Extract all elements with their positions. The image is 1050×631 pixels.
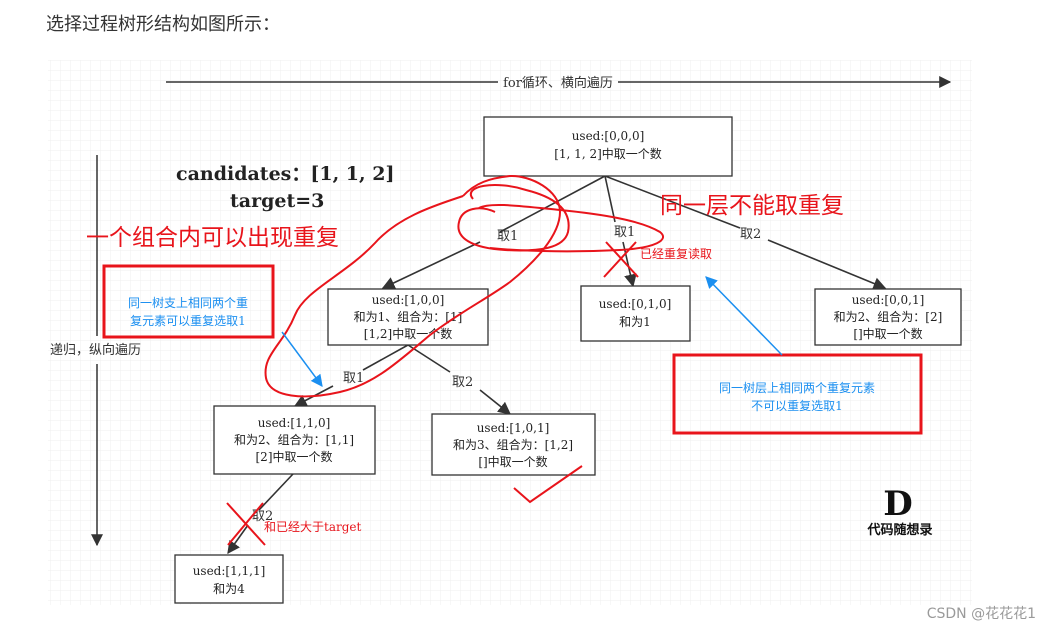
- svg-text:used:[0,0,1]: used:[0,0,1]: [852, 293, 925, 307]
- svg-text:和为2、组合为：[2]: 和为2、组合为：[2]: [834, 309, 943, 324]
- exceeds-target-annotation: 和已经大于target: [264, 520, 361, 534]
- csdn-watermark: CSDN @花花花1: [926, 606, 1036, 622]
- candidates-label: candidates：[1, 1, 2]: [176, 163, 394, 185]
- node-used-101: used:[1,0,1] 和为3、组合为：[1,2] []中取一个数: [431, 413, 596, 476]
- target-label: target=3: [230, 190, 324, 212]
- tree-edges: [227, 175, 887, 555]
- svg-text:used:[1,0,1]: used:[1,0,1]: [477, 421, 550, 435]
- vertical-axis-label: 递归，纵向遍历: [50, 342, 141, 358]
- node-used-010: used:[0,1,0] 和为1: [580, 285, 691, 342]
- svg-text:[]中取一个数: []中取一个数: [478, 454, 547, 469]
- already-read-annotation: 已经重复读取: [640, 247, 712, 261]
- blue-arrow-layer: [705, 276, 783, 356]
- svg-text:[2]中取一个数: [2]中取一个数: [256, 449, 333, 464]
- svg-text:[1, 1, 2]中取一个数: [1, 1, 2]中取一个数: [554, 146, 662, 161]
- svg-text:used:[1,1,0]: used:[1,1,0]: [258, 416, 331, 430]
- red-highlight-loops: [264, 174, 665, 398]
- edge-label-n110-down: 取2: [252, 509, 273, 524]
- horizontal-axis-label: for循环、横向遍历: [503, 75, 613, 91]
- blue-arrow-branch: [281, 331, 323, 387]
- edge-root-mid: [604, 175, 616, 223]
- layer-note-line1: 同一树层上相同两个重复元素: [719, 380, 875, 395]
- horizontal-axis: for循环、横向遍历: [166, 75, 952, 91]
- svg-text:和为1: 和为1: [619, 315, 651, 329]
- logo-mark-icon: D: [883, 484, 912, 524]
- cross-exceed-b: [227, 502, 264, 546]
- node-used-100: used:[1,0,0] 和为1、组合为：[1] [1,2]中取一个数: [327, 288, 489, 346]
- loop-take-1-left: [457, 184, 570, 252]
- node-used-110: used:[1,1,0] 和为2、组合为：[1,1] [2]中取一个数: [213, 405, 376, 475]
- edge-root-right-lower: [767, 239, 887, 290]
- node-root: used:[0,0,0] [1, 1, 2]中取一个数: [483, 116, 733, 177]
- edge-root-right: [604, 175, 741, 229]
- svg-text:used:[0,0,0]: used:[0,0,0]: [572, 129, 645, 143]
- same-layer-annotation: 同一层不能取重复: [660, 193, 844, 219]
- edge-n110-down: [258, 473, 294, 511]
- loop-same-combo: [264, 174, 562, 398]
- edge-n100-left: [362, 344, 409, 371]
- same-combo-annotation: 一个组合内可以出现重复: [86, 225, 339, 251]
- svg-text:和为1、组合为：[1]: 和为1、组合为：[1]: [354, 309, 463, 324]
- svg-text:和为2、组合为：[1,1]: 和为2、组合为：[1,1]: [234, 432, 354, 447]
- branch-note-box: [102, 264, 275, 339]
- layer-note-box: [672, 353, 923, 435]
- logo: D 代码随想录: [866, 484, 932, 538]
- cross-duplicate-a: [605, 241, 639, 278]
- branch-note-line1: 同一树支上相同两个重: [128, 295, 248, 310]
- edge-root-left: [499, 175, 606, 233]
- svg-text:[]中取一个数: []中取一个数: [853, 326, 922, 341]
- vertical-axis: 递归，纵向遍历: [50, 155, 141, 547]
- svg-text:used:[1,0,0]: used:[1,0,0]: [372, 293, 445, 307]
- node-used-111: used:[1,1,1] 和为4: [174, 554, 284, 604]
- logo-text: 代码随想录: [866, 522, 932, 538]
- edge-label-root-right: 取2: [740, 227, 761, 242]
- edge-label-n100-right: 取2: [452, 375, 473, 390]
- edge-label-root-left: 取1: [497, 229, 518, 244]
- edge-root-left-lower: [381, 241, 481, 289]
- svg-text:used:[1,1,1]: used:[1,1,1]: [193, 564, 266, 578]
- svg-text:used:[0,1,0]: used:[0,1,0]: [599, 297, 672, 311]
- edge-n100-right-lower: [479, 389, 511, 415]
- svg-text:和为4: 和为4: [213, 582, 245, 596]
- check-mark: [513, 465, 583, 504]
- cross-duplicate-b: [603, 241, 637, 278]
- layer-note-line2: 不可以重复选取1: [751, 399, 843, 413]
- branch-note-line2: 复元素可以重复选取1: [130, 314, 246, 328]
- page-heading: 选择过程树形结构如图所示：: [46, 14, 280, 35]
- svg-text:和为3、组合为：[1,2]: 和为3、组合为：[1,2]: [453, 437, 573, 452]
- edge-label-n100-left: 取1: [343, 371, 364, 386]
- edge-n110-down-lower: [227, 524, 249, 555]
- edge-n100-right: [407, 344, 451, 373]
- loop-same-layer: [478, 203, 665, 253]
- edge-label-root-mid: 取1: [614, 225, 635, 240]
- svg-text:[1,2]中取一个数: [1,2]中取一个数: [364, 326, 452, 341]
- node-used-001: used:[0,0,1] 和为2、组合为：[2] []中取一个数: [814, 288, 962, 346]
